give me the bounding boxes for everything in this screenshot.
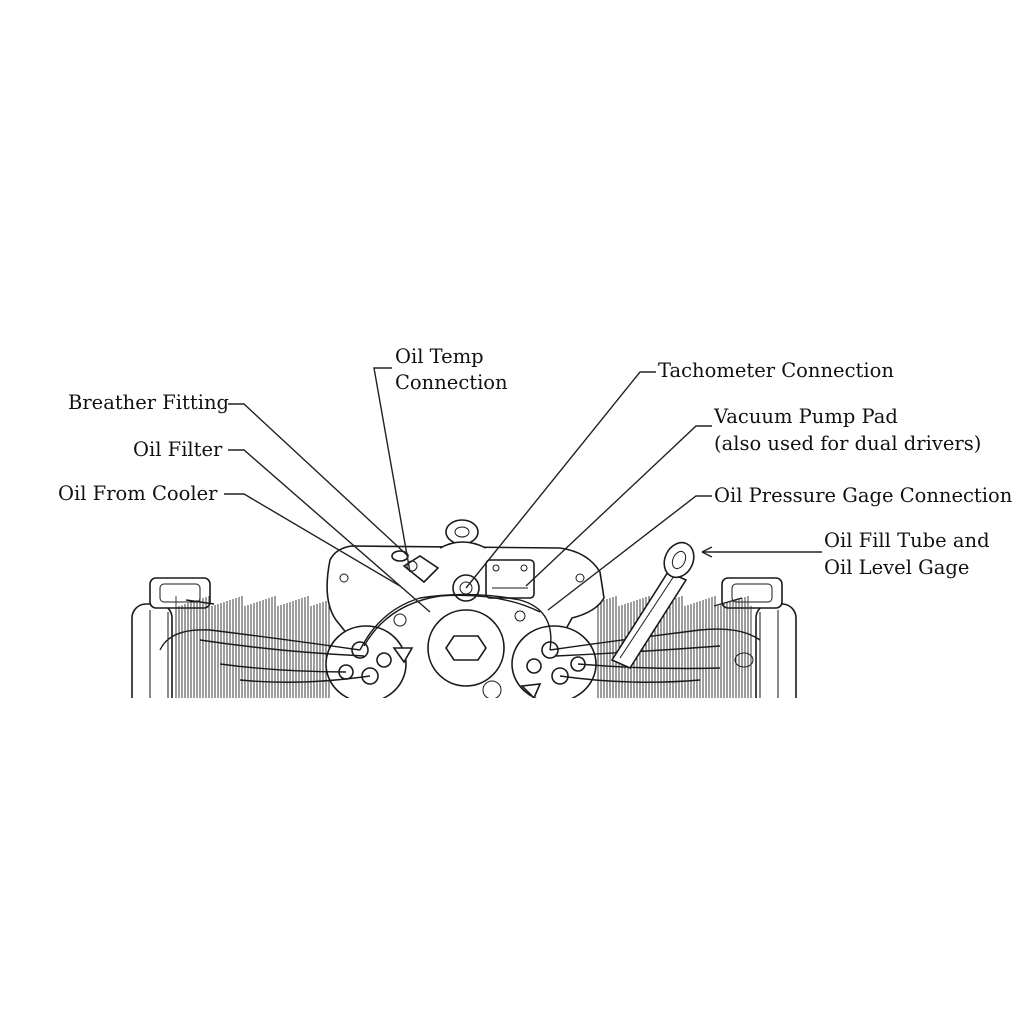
label-breather-fitting: Breather Fitting bbox=[68, 391, 229, 414]
label-oil-temp-line2: Connection bbox=[395, 371, 508, 394]
right-cooling-fins bbox=[597, 596, 752, 698]
label-vacuum-pump-pad-line2: (also used for dual drivers) bbox=[714, 432, 982, 455]
leader-breather-fitting bbox=[228, 403, 409, 557]
leader-oil-from-cooler bbox=[224, 493, 401, 587]
left-cylinder-head bbox=[131, 577, 211, 698]
label-tachometer-connection: Tachometer Connection bbox=[658, 359, 894, 382]
label-oil-from-cooler: Oil From Cooler bbox=[58, 482, 218, 505]
leader-lines bbox=[224, 367, 822, 613]
leader-oil-filter bbox=[228, 449, 431, 613]
leader-tachometer bbox=[465, 371, 656, 589]
label-oil-fill-tube-line2: Oil Level Gage bbox=[824, 556, 970, 579]
label-oil-pressure-gage-connection: Oil Pressure Gage Connection bbox=[714, 484, 1013, 507]
label-oil-filter: Oil Filter bbox=[133, 438, 223, 461]
leader-vacuum-pump bbox=[525, 425, 712, 587]
leader-oil-temp bbox=[373, 367, 411, 573]
engine-drawing bbox=[131, 519, 797, 698]
left-cooling-fins bbox=[175, 596, 330, 698]
oil-fill-tube bbox=[610, 541, 695, 670]
label-oil-temp-line1: Oil Temp bbox=[395, 345, 484, 368]
arrow-oil-fill bbox=[701, 546, 713, 558]
left-magneto bbox=[325, 625, 414, 698]
right-cylinder-head bbox=[721, 577, 797, 698]
label-oil-fill-tube-line1: Oil Fill Tube and bbox=[824, 529, 990, 552]
label-vacuum-pump-pad-line1: Vacuum Pump Pad bbox=[714, 405, 898, 428]
leader-oil-pressure bbox=[547, 495, 712, 611]
